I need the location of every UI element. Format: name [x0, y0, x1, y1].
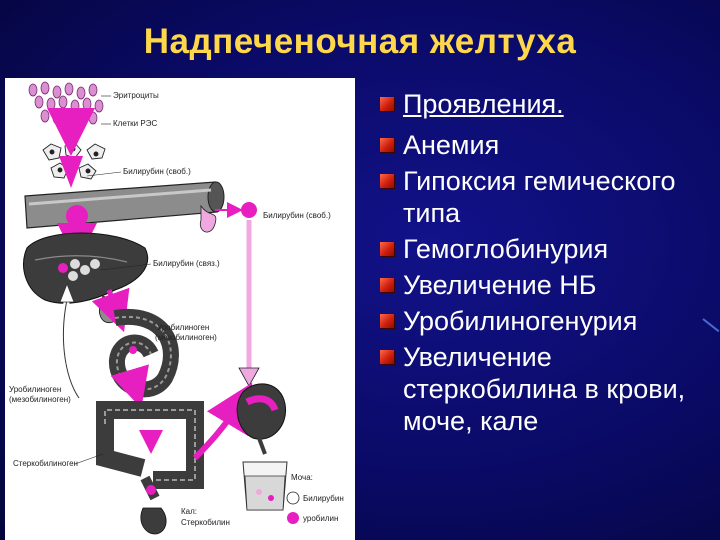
bullet-marker	[380, 314, 394, 328]
liver-cells	[58, 259, 100, 281]
bullet-marker	[380, 138, 394, 152]
bullet-marker	[380, 174, 394, 188]
bullet-item: Уробилиногенурия	[378, 305, 708, 337]
label-urobilinogen-left-1: Уробилиноген	[9, 385, 61, 394]
large-intestine	[96, 401, 204, 489]
label-urobilinogen-intestine-1: Уробилиноген	[157, 323, 209, 332]
label-res-cells: Клетки РЭС	[113, 119, 157, 128]
kidney	[236, 383, 287, 455]
label-bilirubin-free-2: Билирубин (своб.)	[263, 211, 331, 220]
bullet-list: Проявления. Анемия Гипоксия гемического …	[378, 88, 708, 441]
label-urobilinogen-left-2: (мезобилиноген)	[9, 395, 71, 404]
label-erythrocytes: Эритроциты	[113, 91, 159, 100]
blood-vessel	[24, 181, 225, 229]
urine-glass	[242, 461, 288, 511]
bullet-item: Увеличение НБ	[378, 269, 708, 301]
bullet-marker	[380, 278, 394, 292]
feces-icon	[140, 507, 167, 535]
diagram-svg: Эритроциты Клетки РЭС Билирубин (своб.)	[9, 81, 344, 535]
label-feces: Кал:	[181, 507, 197, 516]
bilirubin-metabolism-diagram: Эритроциты Клетки РЭС Билирубин (своб.)	[5, 78, 355, 540]
bullet-marker	[380, 97, 394, 111]
bullet-item: Гемоглобинурия	[378, 233, 708, 265]
label-bilirubin-bound: Билирубин (связ.)	[153, 259, 220, 268]
label-urobilinogen-intestine-2: (мезобилиноген)	[155, 333, 217, 342]
legend-bilirubin-marker	[286, 491, 300, 505]
bullet-item: Анемия	[378, 129, 708, 161]
label-urine: Моча:	[291, 473, 313, 482]
bullet-header: Проявления.	[378, 88, 708, 120]
bullet-item: Увеличение стеркобилина в крови, моче, к…	[378, 341, 708, 437]
bullet-marker	[380, 350, 394, 364]
legend-bilirubin: Билирубин	[303, 494, 344, 503]
label-stercobilinogen: Стеркобилиноген	[13, 459, 78, 468]
label-stercobilin: Стеркобилин	[181, 518, 230, 527]
legend-urobilin: уробилин	[303, 514, 338, 523]
bullet-item: Гипоксия гемического типа	[378, 165, 708, 229]
bilirubin-node	[66, 205, 88, 227]
erythrocytes-cluster	[28, 81, 104, 137]
slide-title: Надпеченочная желтуха	[143, 22, 577, 61]
flow-arrow-down	[59, 156, 83, 188]
bullet-marker	[380, 242, 394, 256]
legend-urobilin-marker	[287, 512, 299, 524]
label-bilirubin-free-1: Билирубин (своб.)	[123, 167, 191, 176]
